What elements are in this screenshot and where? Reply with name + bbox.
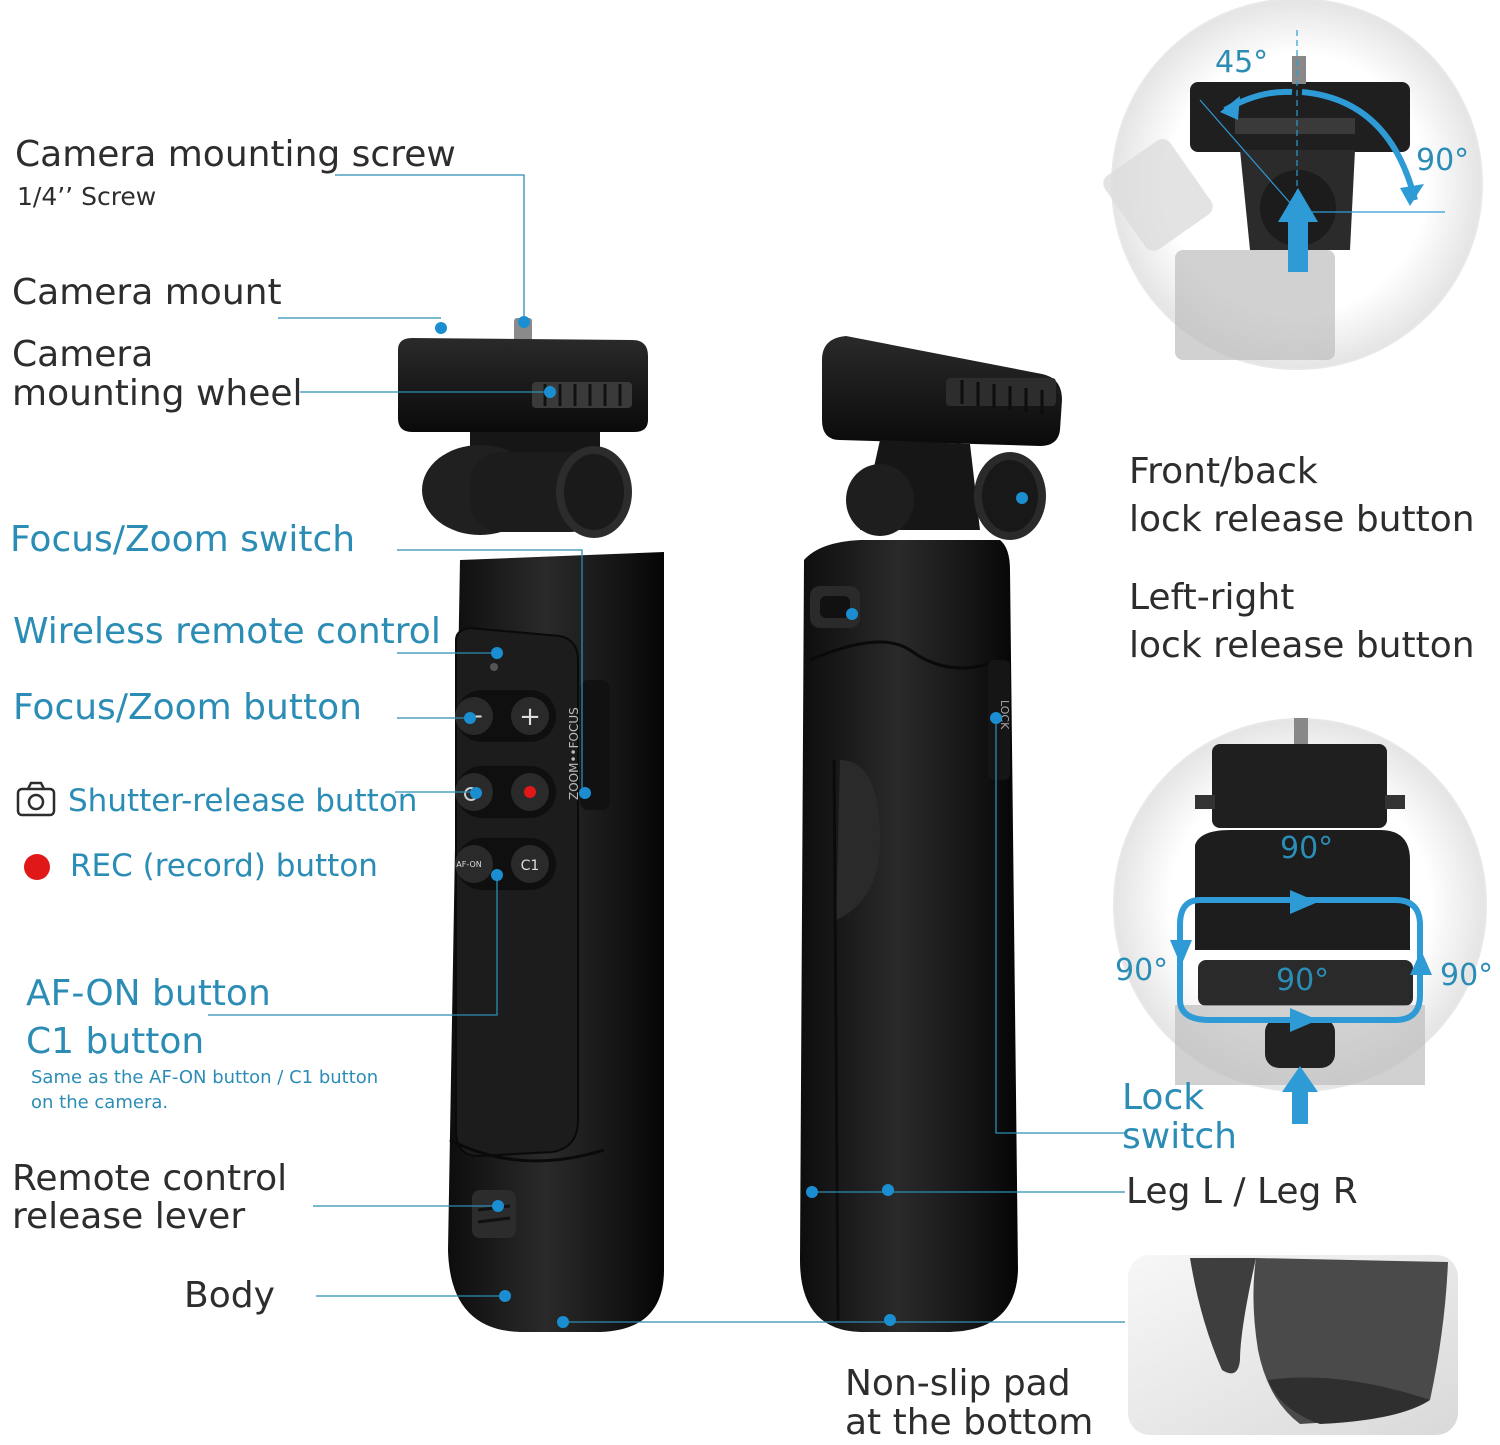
rot-top-90-label: 90°: [1280, 831, 1333, 866]
legs-label: Leg L / Leg R: [1126, 1171, 1358, 1212]
camera-mount-plate: [398, 338, 648, 432]
body-label: Body: [184, 1275, 275, 1316]
camera-mount-label: Camera mount: [12, 272, 282, 313]
rot-left-90-label: 90°: [1115, 953, 1168, 988]
camera-mounting-wheel-label-2: mounting wheel: [12, 373, 303, 414]
c1-button-label: C1 button: [26, 1021, 205, 1062]
non-slip-label-2: at the bottom: [845, 1402, 1094, 1443]
camera-icon: [16, 781, 56, 817]
rotation-detail-circle: 90° 90° 90° 90°: [1113, 718, 1493, 1124]
tilt-detail-circle: 45° 90°: [1103, 0, 1483, 370]
leader-lines: [208, 174, 1125, 1323]
remote-release-label-1: Remote control: [12, 1158, 288, 1199]
rot-bottom-90-label: 90°: [1276, 963, 1329, 998]
lock-switch-label-2: switch: [1122, 1116, 1237, 1157]
c1-glyph: C1: [521, 858, 540, 874]
mounting-wheel: [532, 382, 632, 408]
non-slip-pad-detail: [1128, 1255, 1458, 1435]
lock-switch-label-1: Lock: [1122, 1077, 1205, 1118]
release-lever: [472, 1190, 516, 1238]
rec-button-label: REC (record) button: [70, 848, 378, 884]
focus-zoom-switch-label: Focus/Zoom switch: [10, 519, 356, 560]
af-on-glyph: AF-ON: [456, 860, 481, 869]
plus-button-glyph: +: [519, 702, 541, 732]
camera-mounting-screw-label: Camera mounting screw: [15, 134, 456, 175]
wireless-remote-label: Wireless remote control: [13, 611, 441, 652]
right-grip-device: LOCK: [800, 336, 1062, 1332]
screw-size-label: 1/4’’ Screw: [17, 182, 157, 211]
af-c1-note-2: on the camera.: [31, 1092, 169, 1113]
tilt-45-label: 45°: [1215, 45, 1268, 80]
remote-release-label-2: release lever: [12, 1196, 246, 1237]
left-right-label-1: Left-right: [1129, 577, 1295, 618]
rec-dot-icon: [24, 854, 50, 880]
front-back-label-2: lock release button: [1129, 499, 1475, 540]
remote-panel: [455, 626, 579, 1158]
rot-right-90-label: 90°: [1440, 958, 1493, 993]
camera-mounting-wheel-label-1: Camera: [12, 334, 154, 375]
shutter-release-label: Shutter-release button: [68, 783, 418, 819]
front-back-label-1: Front/back: [1129, 451, 1318, 492]
af-on-button-label: AF-ON button: [26, 973, 271, 1014]
left-grip-device: ZOOM••FOCUS − + AF-ON C1: [398, 318, 664, 1332]
af-c1-note-1: Same as the AF-ON button / C1 button: [31, 1067, 379, 1088]
zoom-focus-switch-text: ZOOM••FOCUS: [567, 707, 581, 800]
lock-switch-text: LOCK: [998, 700, 1011, 730]
non-slip-label-1: Non-slip pad: [845, 1363, 1071, 1404]
left-right-label-2: lock release button: [1129, 625, 1475, 666]
leader-dots: [435, 316, 1028, 1328]
focus-zoom-button-label: Focus/Zoom button: [13, 687, 362, 728]
tilt-90-label: 90°: [1416, 143, 1469, 178]
